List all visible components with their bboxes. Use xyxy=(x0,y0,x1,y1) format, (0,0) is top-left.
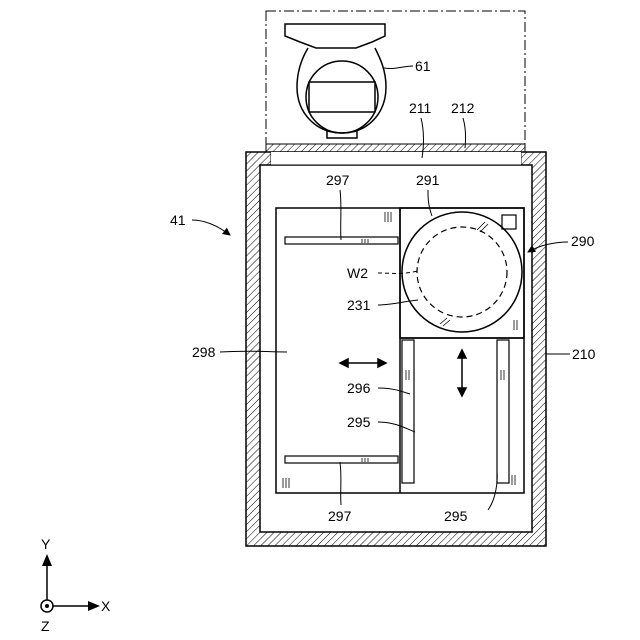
label-297-top: 297 xyxy=(326,172,350,188)
axis-label-y: Y xyxy=(41,536,51,552)
sensor-square xyxy=(502,215,516,229)
column-295-right xyxy=(497,340,509,483)
label-41: 41 xyxy=(170,212,186,228)
wafer-W2 xyxy=(417,227,507,317)
label-210: 210 xyxy=(572,346,596,362)
shutter-plate-212 xyxy=(266,144,525,152)
leader-lines xyxy=(220,66,570,510)
opening-mask xyxy=(271,152,521,165)
label-297-bottom: 297 xyxy=(328,508,352,524)
label-296: 296 xyxy=(347,380,371,396)
axis-indicator xyxy=(41,554,100,612)
label-212: 212 xyxy=(451,100,475,116)
chamber-wall-210 xyxy=(246,152,546,546)
column-295-left xyxy=(402,340,414,483)
label-61: 61 xyxy=(415,58,431,74)
upper-enclosure xyxy=(266,11,525,144)
axis-label-x: X xyxy=(101,598,111,614)
label-231: 231 xyxy=(347,297,371,313)
label-W2: W2 xyxy=(347,265,368,281)
horizontal-motion-arrow xyxy=(340,359,386,367)
label-211: 211 xyxy=(409,100,432,116)
robot-hand-61 xyxy=(285,24,386,138)
axis-label-z: Z xyxy=(41,618,50,634)
label-295-bottom: 295 xyxy=(444,508,468,524)
holder-231 xyxy=(402,212,522,332)
rail-297-top xyxy=(285,237,398,244)
label-295-mid: 295 xyxy=(347,414,371,430)
vertical-motion-arrow xyxy=(458,350,466,396)
label-291: 291 xyxy=(416,172,440,188)
rail-297-bottom xyxy=(285,456,398,463)
label-290: 290 xyxy=(571,233,595,249)
label-298: 298 xyxy=(192,344,216,360)
